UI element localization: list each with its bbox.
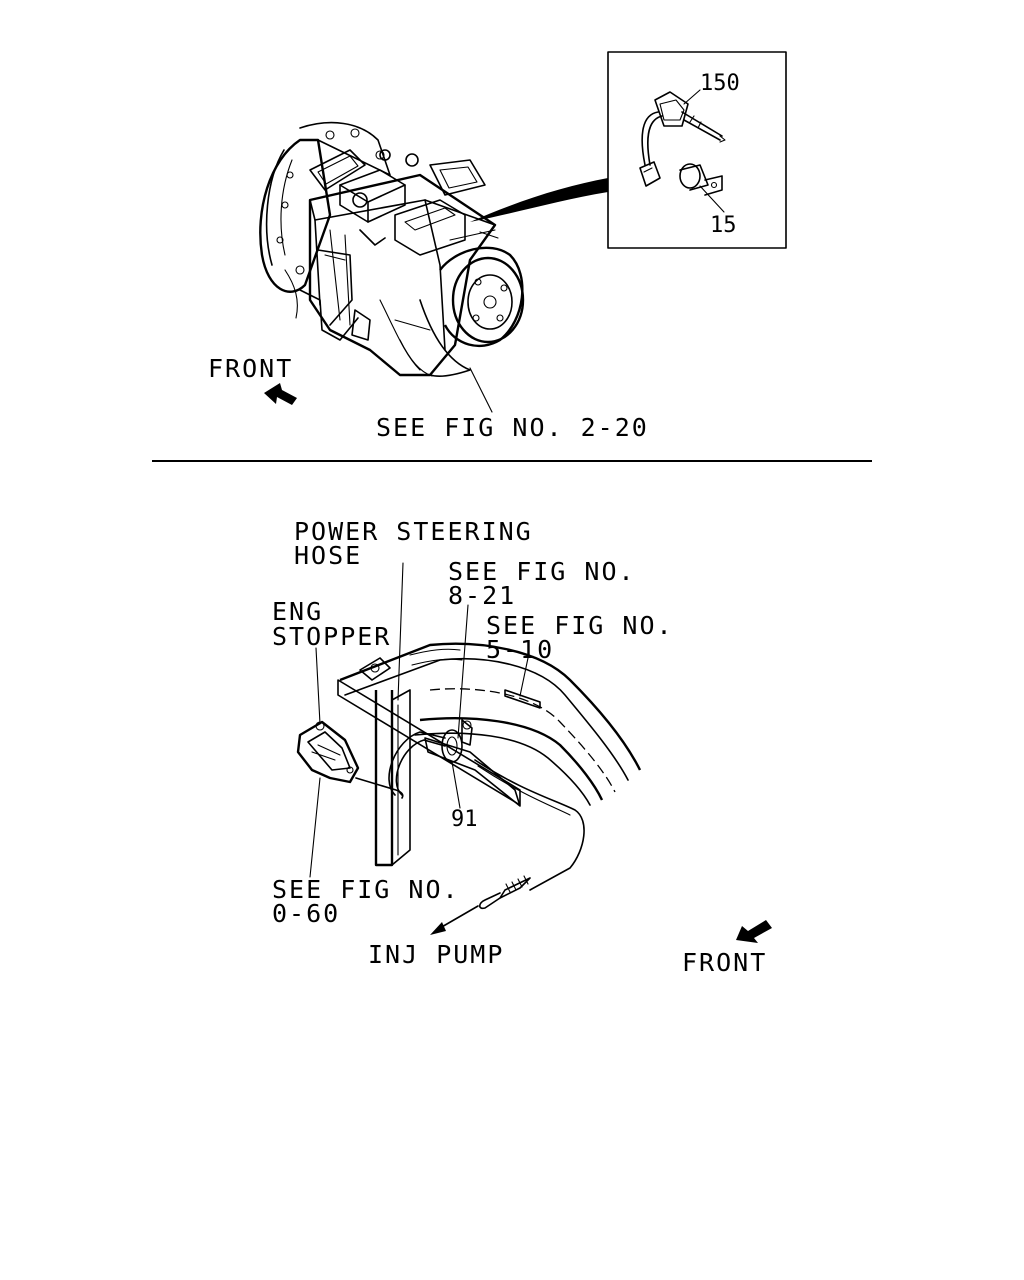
see-fig-0-60-label-line1: SEE FIG NO. [272,875,460,904]
see-fig-5-10-label-line2: 5-10 [486,635,554,664]
front-label-bottom: FRONT [682,948,767,977]
see-fig-5-10-leader [519,657,529,697]
callout-150: 150 [700,71,740,96]
chassis-frame-illustration [337,642,642,867]
power-steering-hose-label-line2: HOSE [294,541,362,570]
inset-detail-box [607,51,787,249]
callout-91-leader [451,761,461,809]
eng-stopper-leader [315,647,321,725]
see-fig-8-21-label-line2: 8-21 [448,581,516,610]
callout-15: 15 [710,213,737,238]
see-fig-2-20-leader [469,367,493,413]
callout-91: 91 [451,807,478,832]
eng-stopper-illustration [296,720,360,784]
front-arrow-icon-top [264,383,297,405]
front-arrow-icon-bottom [736,920,772,943]
see-fig-8-21-label-line1: SEE FIG NO. [448,557,636,586]
inset-pointer-wedge [470,178,608,222]
see-fig-5-10-label-line1: SEE FIG NO. [486,611,674,640]
power-steering-hose-label-line1: POWER STEERING [294,517,533,546]
inj-pump-label: INJ PUMP [368,940,504,969]
see-fig-0-60-leader [309,777,321,878]
see-fig-2-20-label: SEE FIG NO. 2-20 [376,413,649,442]
front-label-top: FRONT [208,354,293,383]
power-steering-hose-leader [397,562,404,701]
transmission-illustration [259,121,525,377]
see-fig-8-21-leader [457,604,469,739]
eng-stopper-label-line2: STOPPER [272,622,391,651]
eng-stopper-label-line1: ENG [272,597,323,626]
see-fig-0-60-label-line2: 0-60 [272,899,340,928]
